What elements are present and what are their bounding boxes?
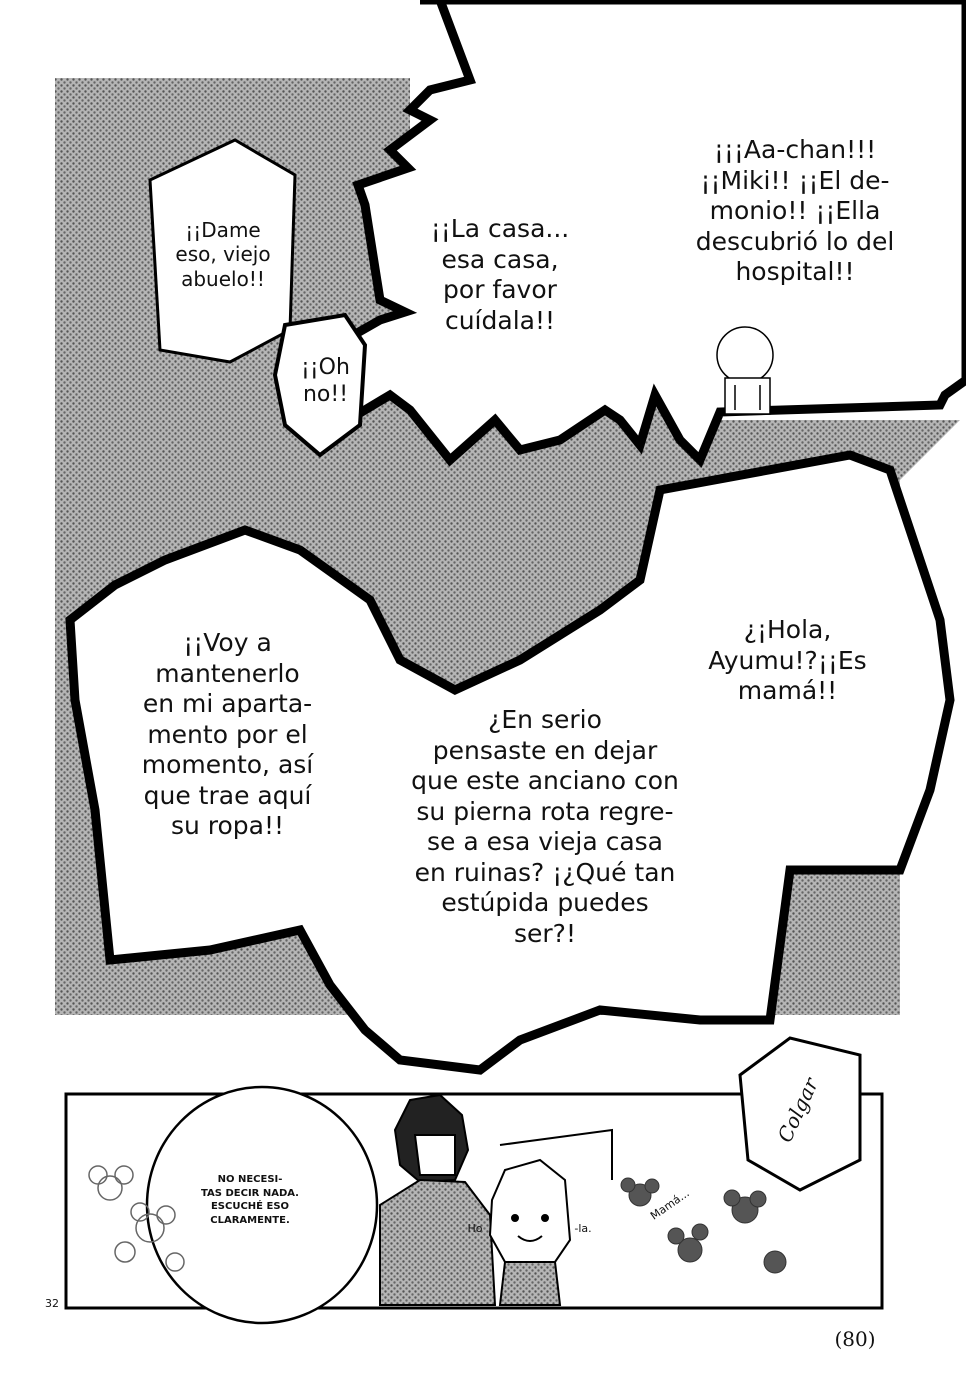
enserio-text: ¿En serio pensaste en dejar que este anc… (411, 705, 679, 948)
hola-text: ¿¡Hola, Ayumu!?¡¡Es mamá!! (708, 615, 867, 705)
casa-text: ¡¡La casa... esa casa, por favor cuídala… (430, 214, 570, 335)
voy-text: ¡¡Voy a mantenerlo en mi aparta- mento p… (141, 628, 314, 840)
aachan-text: ¡¡¡Aa-chan!!! ¡¡Miki!! ¡¡El de- monio!! … (695, 135, 895, 286)
no-necesitas-text: NO NECESI- TAS DECIR NADA. ESCUCHÉ ESO C… (201, 1174, 299, 1226)
ohno-bubble (272, 312, 368, 458)
ohno-text: ¡¡Oh no!! (301, 355, 350, 407)
middle-speech-area (65, 450, 955, 1075)
flowers-right (620, 1177, 787, 1274)
top-speech-area (335, 0, 966, 468)
colgar-sign (738, 1036, 862, 1192)
speech-tail-line (499, 1128, 613, 1180)
girl-character (488, 1158, 572, 1306)
chibi-character (716, 326, 774, 415)
dame-text: ¡¡Dame eso, viejo abuelo!! (175, 218, 271, 291)
side-page-number: 32 (45, 1297, 59, 1310)
la-text: -la. (574, 1222, 592, 1235)
ho-text: Ho (467, 1222, 483, 1235)
page-number: (80) (834, 1327, 876, 1351)
no-necesitas-bubble (145, 1085, 379, 1325)
flowers-left (88, 1165, 185, 1272)
boy-character (379, 1093, 497, 1306)
